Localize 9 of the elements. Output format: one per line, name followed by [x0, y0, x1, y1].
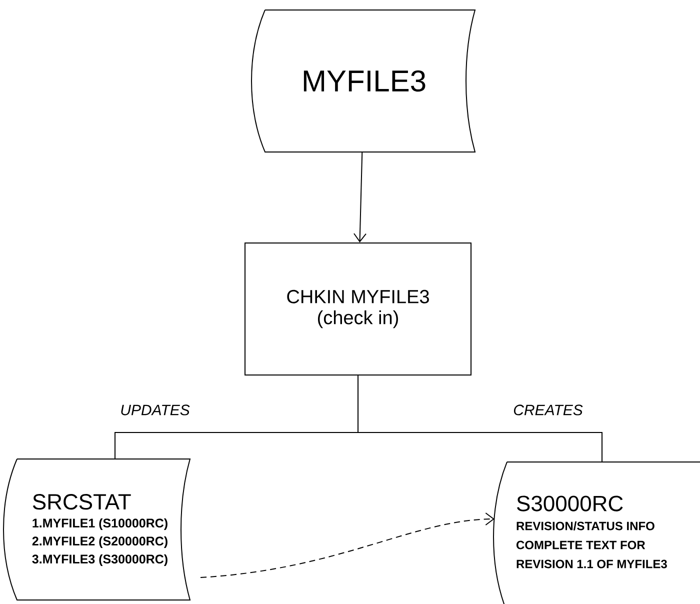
stored-data-shape: MYFILE3: [251, 10, 476, 152]
process-box: CHKIN MYFILE3 (check in): [244, 242, 472, 376]
edge-label: CREATES: [512, 404, 584, 416]
edge-label: UPDATES: [119, 404, 191, 416]
stored-data-shape: S30000RC REVISION/STATUS INFO COMPLETE TEXT FOR REVISION 1.1 OF MYFILE3: [493, 462, 700, 604]
stored-data-shape: SRCSTAT 1.MYFILE1 (S10000RC) 2.MYFILE2 (S20000RC) 3.MYFILE3 (S30000RC): [3, 458, 190, 600]
connector-line: [358, 375, 602, 462]
arrow: [354, 152, 366, 242]
arrow: [200, 512, 494, 578]
